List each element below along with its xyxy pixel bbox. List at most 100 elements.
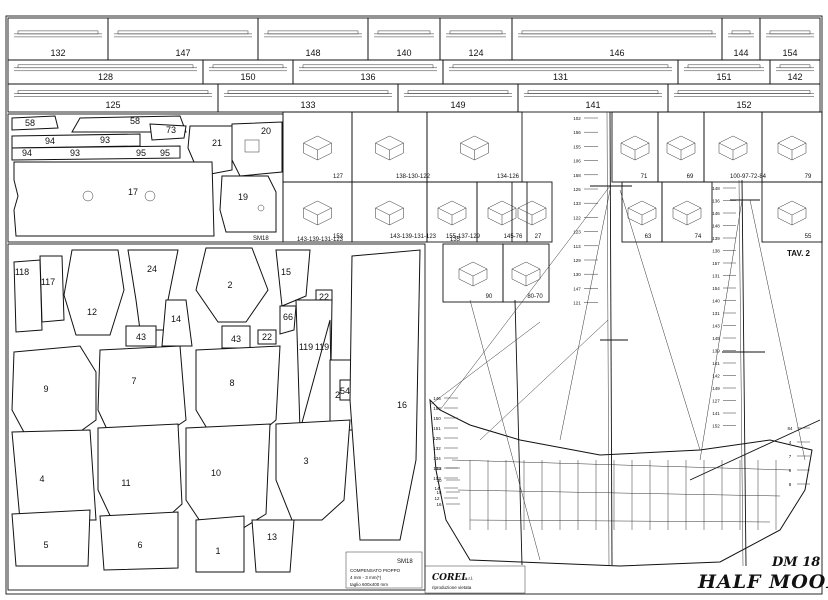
- sheet-border: [5, 15, 823, 595]
- frame-piece: 66: [279, 305, 297, 335]
- part-label: 94: [22, 148, 32, 158]
- part-label: 133: [573, 201, 581, 206]
- part-label: 73: [166, 125, 176, 135]
- part-label: 147: [573, 286, 581, 291]
- frame-piece: 16: [349, 249, 421, 541]
- part-label: 22: [262, 332, 272, 342]
- detail-drawing: 155-137-129: [426, 181, 481, 243]
- part-label: 117: [41, 277, 55, 287]
- part-label: SM18: [253, 236, 269, 242]
- part-label: 113: [573, 244, 581, 249]
- part-label: 123: [573, 230, 581, 235]
- part-label: 140: [712, 299, 720, 304]
- part-label: 152: [433, 406, 441, 411]
- frame-piece: 4: [11, 429, 97, 521]
- part-label: 80-70: [527, 294, 543, 300]
- part-label: 15: [281, 267, 291, 277]
- part-label: 66: [283, 312, 293, 322]
- detail-drawing: 80-70: [502, 243, 550, 303]
- detail-drawing: 145-76: [476, 181, 528, 243]
- part-label: 146: [712, 211, 720, 216]
- part-label: 16: [436, 502, 442, 507]
- part-label: 133: [300, 100, 315, 110]
- part-label: 8: [229, 378, 234, 388]
- part-label: 90: [486, 294, 493, 300]
- part-label: 135: [450, 237, 461, 243]
- detail-drawing: 127: [282, 111, 353, 183]
- part-label: 148: [712, 224, 720, 229]
- part-label: 43: [136, 332, 146, 342]
- part-label: 136: [360, 72, 375, 82]
- part-label: 131: [712, 274, 720, 279]
- part-label: 132: [433, 446, 441, 451]
- part-label: 5: [43, 540, 48, 550]
- part-label: 154: [712, 286, 720, 291]
- title-block: COREL s.r.l. riproduzione vietata DM 18 …: [424, 249, 828, 594]
- detail-drawing: 63: [621, 181, 663, 243]
- part-label: 124: [468, 48, 483, 58]
- frame-piece: 15: [275, 249, 311, 307]
- part-label: 127: [333, 174, 344, 180]
- part-label: 143-139-131-123: [390, 234, 437, 240]
- part-label: 16: [397, 400, 407, 410]
- material-note: SM18 COMPENSATO PIOPPO 4 mm - 3 mm(*) ta…: [345, 551, 423, 589]
- material-line: taglio 600x400 mm: [350, 582, 388, 587]
- frame-piece: 13: [251, 519, 295, 573]
- part-label: 27: [535, 234, 542, 240]
- part-label: 4: [789, 440, 792, 445]
- part-label: 4: [39, 474, 44, 484]
- frame-piece: 6: [99, 511, 179, 571]
- part-label: 147: [175, 48, 190, 58]
- part-label: 142: [712, 374, 720, 379]
- frame-piece: 118: [13, 259, 43, 333]
- maker-note: riproduzione vietata: [432, 585, 472, 590]
- part-label: 158: [573, 173, 581, 178]
- part-label: 141: [712, 361, 720, 366]
- part-label: 9: [789, 468, 792, 473]
- part-label: 129: [573, 258, 581, 263]
- detail-drawing: 100-97-72-84: [703, 111, 767, 183]
- part-label: 139: [712, 236, 720, 241]
- detail-drawing: 55: [761, 181, 823, 243]
- frame-piece: 14: [161, 299, 193, 347]
- part-label: 7: [131, 376, 136, 386]
- part-label: 10: [436, 478, 442, 483]
- part-label: 151: [433, 426, 441, 431]
- frame-piece: 2: [195, 247, 269, 323]
- part-label: 130: [573, 272, 581, 277]
- maker-brand: COREL: [432, 573, 468, 583]
- frame-piece: 22: [257, 329, 277, 345]
- part-label: 58: [130, 116, 140, 126]
- detail-drawing: 143-139-131-123: [351, 181, 437, 243]
- part-label: 149: [712, 386, 720, 391]
- ship-elevation-drawing: 1021561551061581251331221231131291301471…: [429, 111, 821, 567]
- part-label: 157: [712, 261, 720, 266]
- part-label: 9: [43, 384, 48, 394]
- material-code: SM18: [397, 559, 413, 565]
- detail-drawing: 71: [611, 111, 659, 183]
- part-label: 1: [215, 546, 220, 556]
- part-label: 148: [712, 186, 720, 191]
- part-label: 150: [433, 416, 441, 421]
- part-label: 122: [573, 215, 581, 220]
- frame-piece: 43: [221, 325, 251, 349]
- model-code: DM 18: [771, 555, 820, 570]
- detail-drawing: 90: [442, 243, 504, 303]
- detail-drawing: 74: [661, 181, 713, 243]
- part-label: 131: [712, 311, 720, 316]
- part-label: 125: [105, 100, 120, 110]
- part-label: 121: [573, 301, 581, 306]
- part-label: 6: [137, 540, 142, 550]
- part-label: 102: [573, 116, 581, 121]
- part-label: 12: [87, 307, 97, 317]
- frame-parts-sheet: 1181171224215431443226622119119978224111…: [7, 243, 426, 591]
- part-label: 24: [147, 264, 157, 274]
- part-label: 127: [712, 399, 720, 404]
- model-name: HALF MOON: [697, 571, 828, 593]
- frame-piece: 10: [185, 423, 271, 531]
- frame-piece: 1: [195, 515, 245, 573]
- part-label: 134: [433, 456, 441, 461]
- part-label: 146: [433, 396, 441, 401]
